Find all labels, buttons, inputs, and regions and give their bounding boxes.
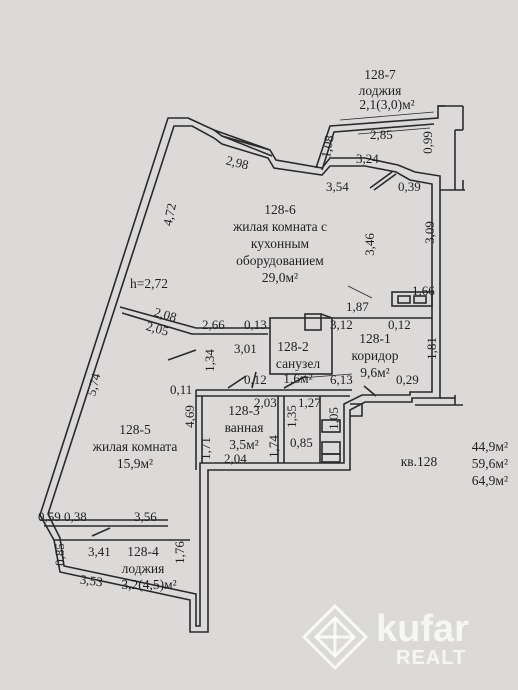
dim-2-85: 2,85 <box>370 127 393 142</box>
room-128-5-number: 128-5 <box>119 422 151 437</box>
watermark-sub: REALT <box>396 647 467 669</box>
dim-2-66: 2,66 <box>202 317 225 332</box>
outer-wall <box>39 117 441 633</box>
dim-3-41: 3,41 <box>88 544 111 559</box>
dim-1-81: 1,81 <box>423 337 439 360</box>
dim-3-09: 3,09 <box>421 221 437 244</box>
room-128-6-name-1: жилая комната с <box>232 219 328 234</box>
dim-0-59: 0,59 <box>38 509 61 524</box>
dim-1-05: 1,05 <box>325 407 341 430</box>
dim-0-11: 0,11 <box>170 382 193 397</box>
dim-0-99: 0,99 <box>419 131 435 154</box>
dim-0-39: 0,39 <box>398 179 421 194</box>
kufar-realt-watermark: kufar REALT <box>300 598 500 678</box>
apartment-area-2: 59,6м² <box>471 456 508 471</box>
room-128-7-area: 2,1(3,0)м² <box>359 97 415 112</box>
dim-0-12-a: 0,12 <box>388 317 411 332</box>
room-128-6-area: 29,0м² <box>261 270 299 285</box>
dim-6-13: 6,13 <box>330 372 353 387</box>
room-128-3-number: 128-3 <box>228 403 260 418</box>
dim-1-34: 1,34 <box>201 349 217 372</box>
dim-1-66: 1,66 <box>412 283 435 298</box>
dim-4-69: 4,69 <box>181 405 197 428</box>
dim-2-04: 2,04 <box>224 451 247 466</box>
dim-3-54: 3,54 <box>326 179 349 194</box>
dim-3-12: 3,12 <box>330 317 353 332</box>
room-128-6-name-3: оборудованием <box>236 253 324 268</box>
dim-3-46: 3,46 <box>361 233 377 256</box>
apartment-area-1: 44,9м² <box>471 439 508 454</box>
outer-wall-inner <box>47 125 433 627</box>
dim-0-85-b: 0,85 <box>51 543 67 566</box>
room-128-3-name: ванная <box>224 420 264 435</box>
room-128-5-area: 15,9м² <box>116 456 154 471</box>
dim-3-01: 3,01 <box>234 341 257 356</box>
room-128-2-number: 128-2 <box>277 339 309 354</box>
room-128-1-number: 128-1 <box>359 331 391 346</box>
room-128-5-name: жилая комната <box>92 439 178 454</box>
dim-1-71: 1,71 <box>197 437 213 460</box>
dim-1-74: 1,74 <box>265 435 281 458</box>
room-128-4-name: лоджия <box>121 561 165 576</box>
dim-1-27: 1,27 <box>298 395 321 410</box>
room-128-1-name: коридор <box>351 348 399 363</box>
room-128-2-name: санузел <box>275 356 321 371</box>
dim-1-08: 1,08 <box>318 133 337 160</box>
dim-3-56: 3,56 <box>134 509 157 524</box>
room-128-6-name-2: кухонным <box>250 236 310 251</box>
ceiling-height: h=2,72 <box>130 276 168 291</box>
apartment-area-3: 64,9м² <box>471 473 508 488</box>
apartment-label: кв.128 <box>400 454 438 469</box>
dim-1-35: 1,35 <box>283 405 299 428</box>
room-128-3-area: 3,5м² <box>229 437 259 452</box>
room-128-1-area: 9,6м² <box>360 365 390 380</box>
room-128-7-name: лоджия <box>358 83 402 98</box>
dim-0-85-a: 0,85 <box>290 435 313 450</box>
dim-0-38: 0,38 <box>64 509 87 524</box>
dim-2-03: 2,03 <box>254 395 277 410</box>
dim-0-12-b: 0,12 <box>244 372 267 387</box>
dim-0-29: 0,29 <box>396 372 419 387</box>
room-128-4-number: 128-4 <box>127 544 159 559</box>
room-128-4-area: 3,2(4,5)м² <box>121 577 177 592</box>
dim-0-13: 0,13 <box>244 317 267 332</box>
room-128-6-number: 128-6 <box>264 202 296 217</box>
room-128-7-number: 128-7 <box>364 67 396 82</box>
room-128-2-area: 1,6м² <box>283 371 313 386</box>
watermark-brand: kufar <box>376 608 469 650</box>
dim-1-76: 1,76 <box>171 541 187 564</box>
dim-3-53: 3,53 <box>79 571 104 590</box>
dim-1-87: 1,87 <box>346 299 369 314</box>
dim-3-24: 3,24 <box>356 151 379 166</box>
kufar-logo-icon <box>301 603 369 671</box>
